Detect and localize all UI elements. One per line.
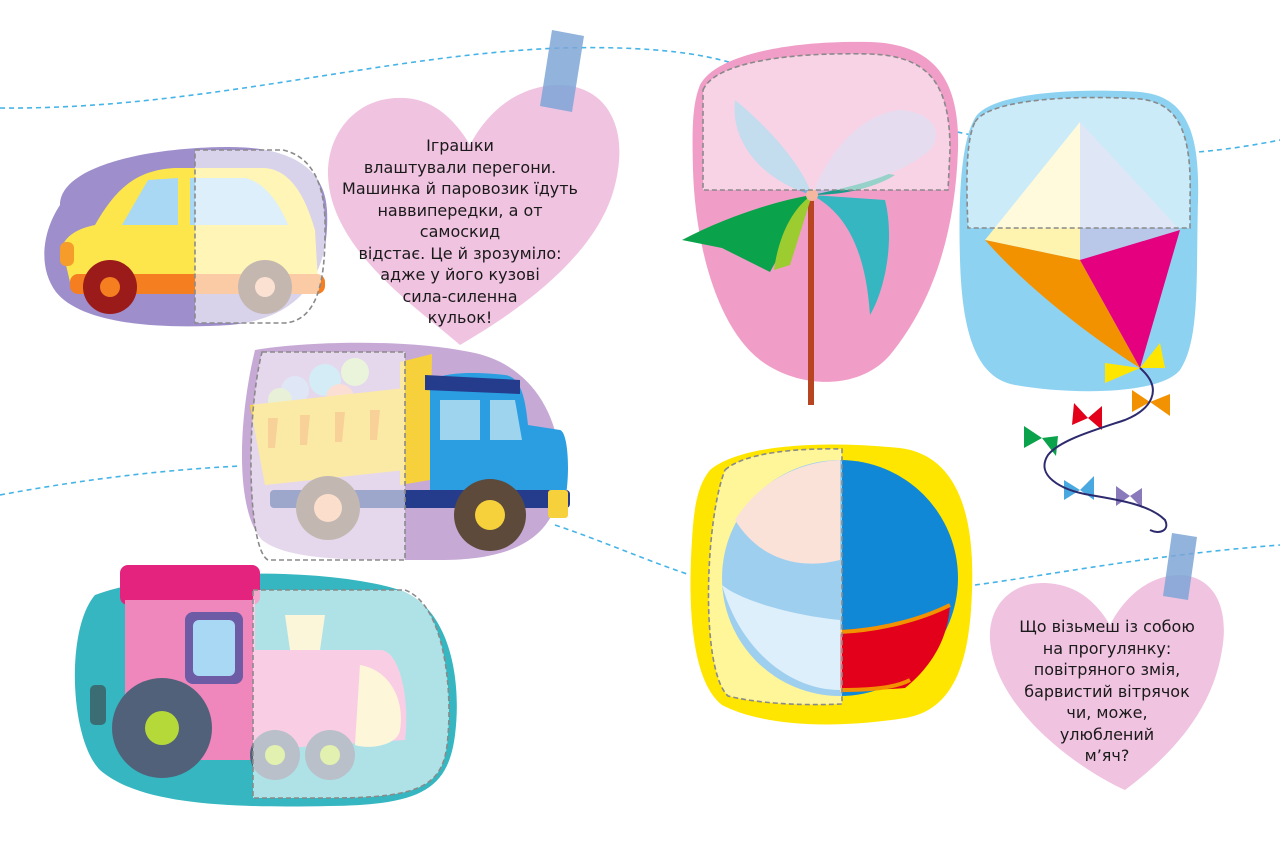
pinwheel-card	[682, 41, 959, 405]
ball-card	[690, 444, 973, 725]
tape-strips	[540, 30, 1197, 600]
train-cut-overlay	[252, 589, 450, 799]
heart-bubble-2	[989, 575, 1224, 790]
kite-card	[959, 90, 1199, 533]
tape-heart-1	[540, 30, 584, 112]
kite-cut-overlay	[966, 96, 1192, 229]
dump-truck-card	[241, 342, 570, 561]
ball-cut-overlay	[707, 448, 843, 706]
train-card	[74, 565, 457, 807]
pinwheel-cut-overlay	[702, 52, 951, 191]
heart-text-walk-question: Що візьмеш із собою на прогулянку: повіт…	[1019, 617, 1195, 765]
car-cut-overlay	[194, 149, 326, 324]
tape-heart-2	[1163, 533, 1197, 600]
heart-text-race: Іграшки влаштували перегони. Машинка й п…	[342, 136, 578, 327]
heart-bubble-1	[327, 85, 620, 345]
car-card	[44, 146, 328, 327]
dump-truck-cut-overlay	[250, 351, 406, 561]
